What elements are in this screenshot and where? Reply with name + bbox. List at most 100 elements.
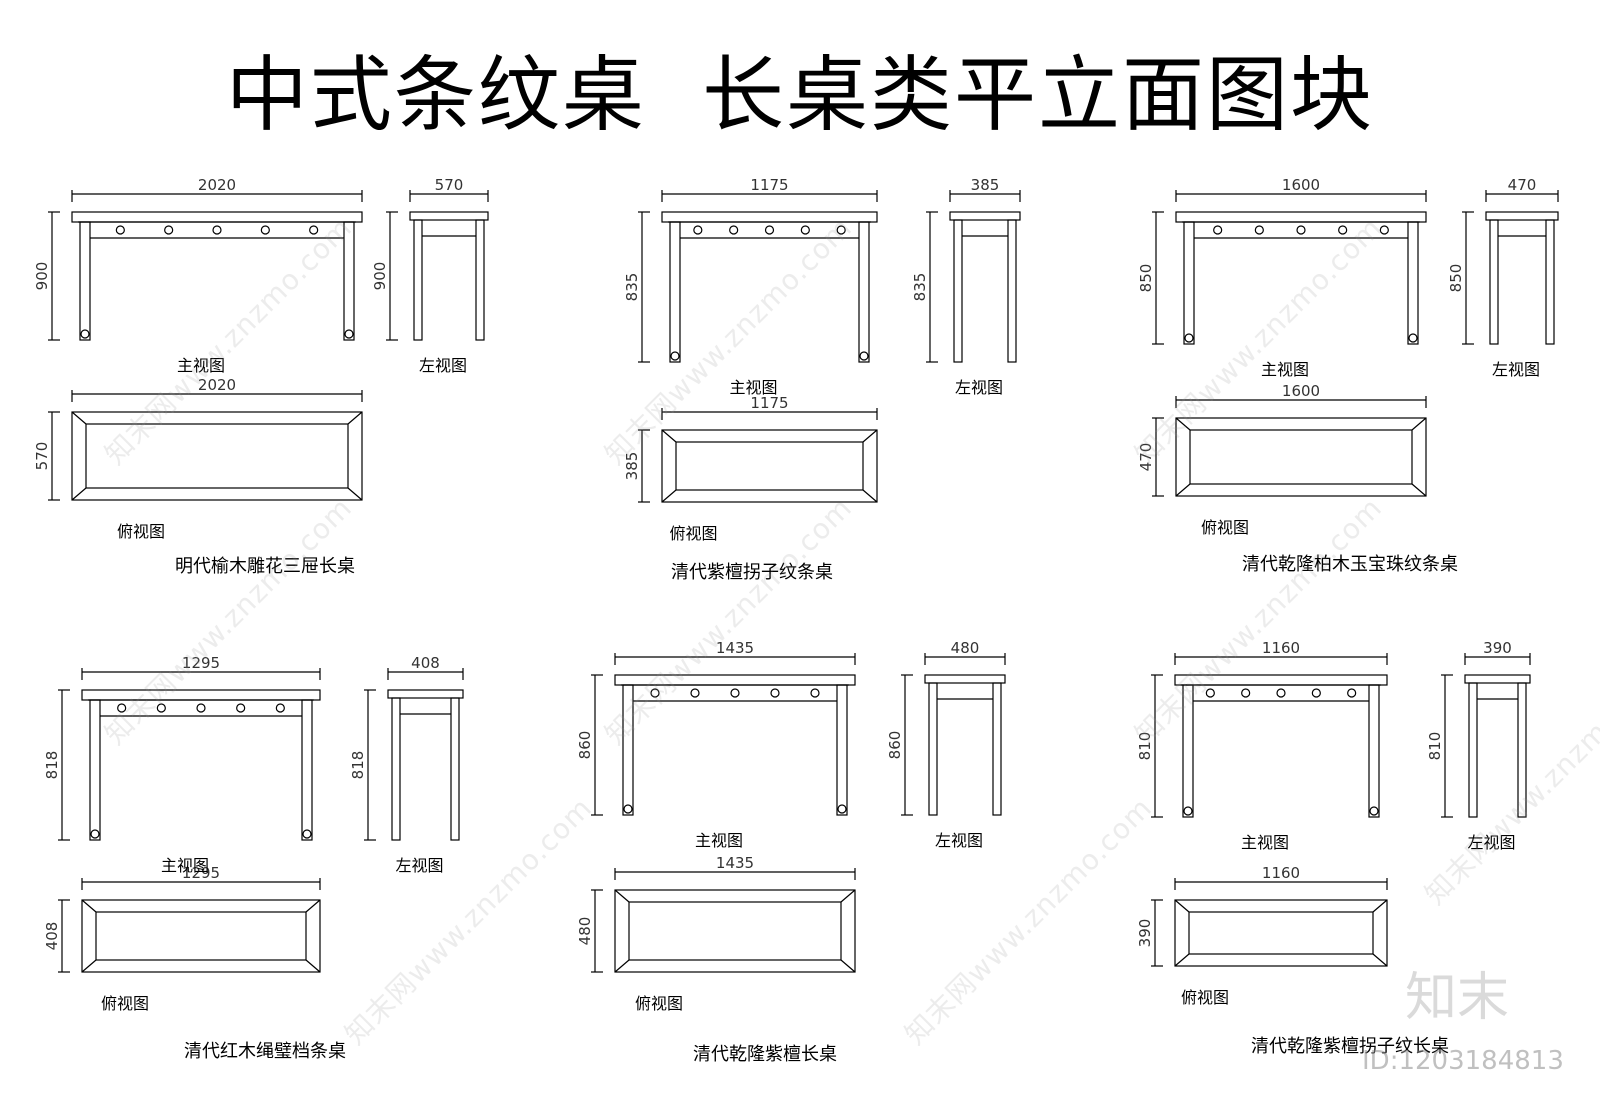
table-1-side-label: 左视图 [955, 378, 1004, 397]
table-0-front-ornament [164, 225, 174, 235]
table-0-top-corner [347, 411, 363, 425]
table-0-side-height-dim: 900 [371, 261, 389, 291]
table-4-side-leg-right [992, 682, 1002, 816]
table-5-front-length-dim: 1160 [1261, 639, 1301, 657]
table-4-top-inner [628, 901, 842, 961]
table-3-front-ornament [275, 703, 285, 713]
table-4-name: 清代乾隆紫檀长桌 [693, 1044, 837, 1065]
watermark-id: ID:1203184813 [1362, 1046, 1564, 1076]
table-3-front-leg-left [89, 699, 101, 841]
table-1-front-leg-left [669, 221, 681, 363]
table-5-side-height-dim: 810 [1426, 731, 1444, 761]
table-3-side-label: 左视图 [395, 856, 444, 875]
table-0-top-corner [71, 487, 87, 501]
table-1-side-height-dim: 835 [911, 272, 929, 302]
table-5-side-depth-dim: 390 [1483, 639, 1512, 657]
table-4-side-depth-dim: 480 [950, 639, 980, 657]
table-4-front-ornament [650, 688, 660, 698]
table-5-front-ornament [1311, 688, 1321, 698]
table-0-top-corner [71, 411, 87, 425]
table-3-top-depth-dim: 408 [43, 921, 61, 951]
table-5-top-depth-dim: 390 [1136, 918, 1154, 948]
table-2-front-top [1175, 211, 1427, 223]
table-1-side-depth-dim: 385 [970, 176, 1000, 194]
table-3-side-leg-right [450, 697, 460, 841]
table-4-front-height-dim: 860 [576, 730, 594, 760]
table-3-front-ornament [196, 703, 206, 713]
table-4-top-label: 俯视图 [635, 994, 684, 1013]
table-5-front-ornament [1276, 688, 1286, 698]
table-4-top-outer [614, 889, 856, 973]
table-1-top-corner [862, 429, 878, 443]
table-0-side-label: 左视图 [419, 356, 468, 375]
table-0-side-leg-left [413, 219, 423, 341]
table-0-front-length-dim: 2020 [197, 176, 237, 194]
table-5-top-corner [1174, 953, 1190, 967]
table-0-front-foot [80, 329, 90, 339]
table-2-top-corner [1175, 483, 1191, 497]
table-1-top-corner [661, 489, 677, 503]
table-5-side-leg-right [1517, 682, 1527, 818]
table-5-top-corner [1174, 899, 1190, 913]
table-1-front-top [661, 211, 878, 223]
table-5-side-label: 左视图 [1467, 833, 1516, 852]
table-3-front-label: 主视图 [161, 856, 210, 875]
table-3-side-depth-dim: 408 [411, 654, 440, 672]
watermark-logo: 知末 [1405, 968, 1510, 1028]
table-4-front-ornament [810, 688, 820, 698]
table-4-front-top [614, 674, 856, 686]
table-3-side-leg-left [391, 697, 401, 841]
table-4-side-leg-left [928, 682, 938, 816]
table-4-top-corner [840, 889, 856, 903]
sheet-title: 中式条纹桌 长桌类平立面图块 [225, 48, 1375, 143]
table-2-top-corner [1175, 417, 1191, 431]
table-2-front-ornament [1338, 225, 1348, 235]
table-3-name: 清代红木绳璧档条桌 [184, 1041, 346, 1062]
table-0-front-top [71, 211, 363, 223]
table-5-front-top [1174, 674, 1388, 686]
table-1-front-height-dim: 835 [623, 272, 641, 302]
table-1-front-length-dim: 1175 [750, 176, 789, 194]
table-1-front-ornament [729, 225, 739, 235]
table-4-top-depth-dim: 480 [576, 916, 594, 946]
table-3-front-ornament [236, 703, 246, 713]
table-2-front-ornament [1213, 225, 1223, 235]
table-3-side-height-dim: 818 [349, 750, 367, 780]
table-4-side-height-dim: 860 [886, 730, 904, 760]
table-0-top-corner [347, 487, 363, 501]
table-5-top-length-dim: 1160 [1261, 864, 1301, 882]
table-5-front-foot [1183, 806, 1193, 816]
table-1-front-label: 主视图 [729, 378, 778, 397]
table-5-side-leg-left [1468, 682, 1478, 818]
table-1-front-ornament [693, 225, 703, 235]
table-5-front-height-dim: 810 [1136, 731, 1154, 761]
table-4-top-corner [614, 889, 630, 903]
table-1-front-leg-right [858, 221, 870, 363]
table-3-top-outer [81, 899, 321, 973]
table-4-front-ornament [770, 688, 780, 698]
table-5-name: 清代乾隆紫檀拐子纹长桌 [1251, 1036, 1449, 1057]
table-5-front-leg-right [1368, 684, 1380, 818]
table-1-name: 清代紫檀拐子纹条桌 [671, 562, 833, 583]
table-2-front-length-dim: 1600 [1281, 176, 1321, 194]
table-5-front-foot [1369, 806, 1379, 816]
table-2-front-label: 主视图 [1261, 360, 1310, 379]
table-0-front-foot [344, 329, 354, 339]
table-2-top-length-dim: 1600 [1281, 382, 1321, 400]
table-0-side-leg-right [475, 219, 485, 341]
table-4-front-ornament [730, 688, 740, 698]
table-4-front-leg-left [622, 684, 634, 816]
table-1-top-inner [675, 441, 864, 491]
table-2-front-ornament [1296, 225, 1306, 235]
table-0-front-ornament [212, 225, 222, 235]
table-1-front-ornament [764, 225, 775, 235]
table-0-name: 明代榆木雕花三屉长桌 [175, 556, 355, 577]
table-3-top-corner [305, 899, 321, 913]
table-4-top-corner [840, 959, 856, 973]
table-0-front-ornament [115, 225, 125, 235]
table-0-top-outer [71, 411, 363, 501]
table-4-side-top [924, 674, 1006, 684]
table-5-side-top [1464, 674, 1531, 684]
table-0-side-top [409, 211, 489, 221]
table-1-side-top [949, 211, 1021, 221]
